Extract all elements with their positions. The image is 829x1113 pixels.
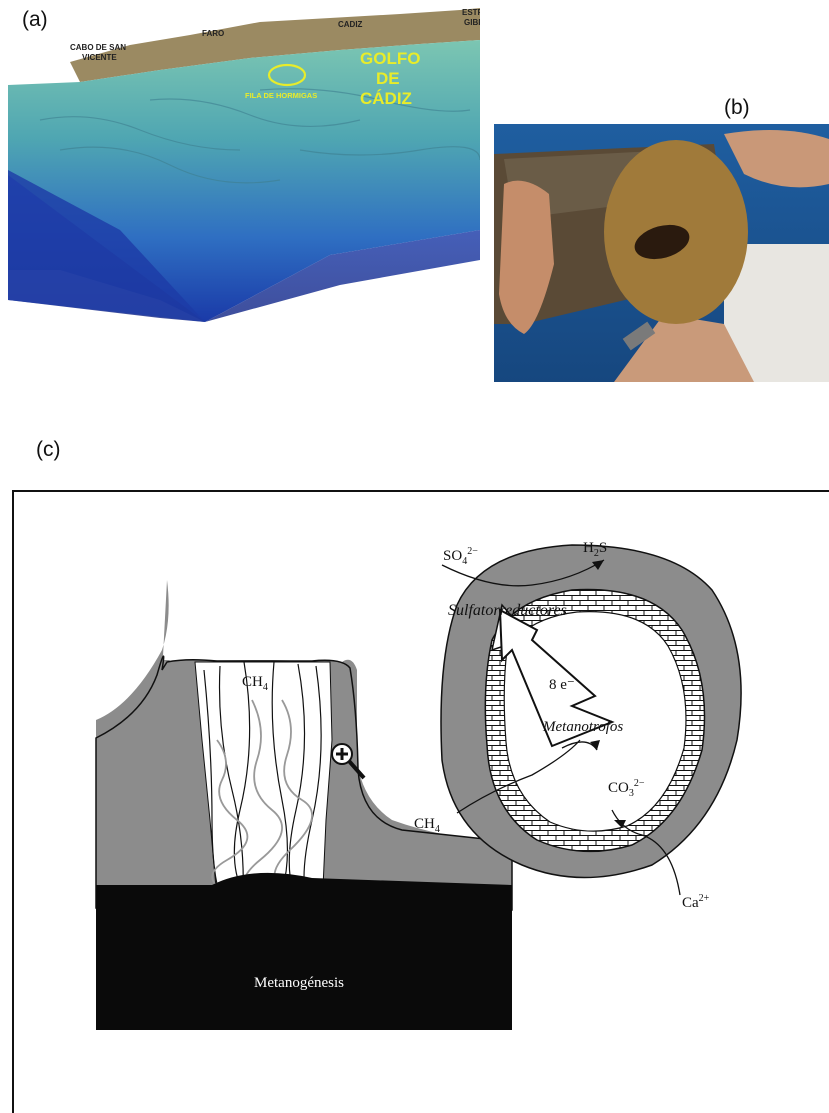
bathymetry-map: CABO DE SAN VICENTE FARO CADIZ ESTRECHO … xyxy=(0,0,480,330)
sediment-base xyxy=(96,873,512,1030)
place-cabo-2: VICENTE xyxy=(82,53,117,62)
gulf-line-2: DE xyxy=(376,69,400,88)
seep-diagram: CH4 Metanogénesis SO42− H2S Sulfatorredu… xyxy=(12,490,829,1113)
place-estrecho-2: GIBRALTAR xyxy=(464,18,480,27)
fila-label: FILA DE HORMIGAS xyxy=(245,91,317,100)
place-cabo-1: CABO DE SAN xyxy=(70,43,126,52)
metanogenesis-label: Metanogénesis xyxy=(254,975,344,991)
ca-label: Ca2+ xyxy=(682,893,710,911)
place-faro: FARO xyxy=(202,29,224,38)
gulf-line-1: GOLFO xyxy=(360,49,420,68)
electrons-label: 8 e⁻ xyxy=(549,677,575,693)
core-photo xyxy=(494,124,829,382)
gulf-line-3: CÁDIZ xyxy=(360,89,412,108)
place-estrecho-1: ESTRECHO DE xyxy=(462,8,480,17)
place-cadiz: CADIZ xyxy=(338,20,363,29)
metanotrofos-label: Metanotrofos xyxy=(542,719,623,735)
sulfato-label: Sulfatorreductores xyxy=(448,602,567,619)
panel-label-c: (c) xyxy=(36,438,61,462)
panel-label-b: (b) xyxy=(724,96,750,120)
so4-label: SO42− xyxy=(443,546,478,567)
